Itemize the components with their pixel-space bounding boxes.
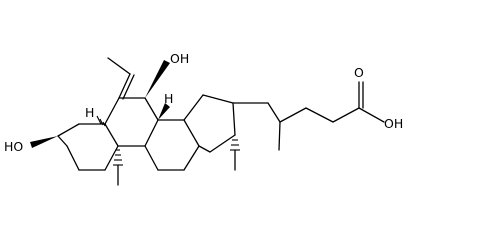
wedge-bond: [145, 60, 170, 98]
bond: [267, 102, 281, 123]
bond: [202, 94, 234, 104]
carbonyl-o-label: O: [354, 65, 364, 80]
bond: [209, 134, 236, 153]
wedge-bond: [30, 136, 58, 148]
acid-oh-label: OH: [384, 116, 403, 131]
side-chain: O OH: [232, 65, 403, 151]
ring-d: [183, 94, 236, 153]
bond: [107, 57, 131, 75]
bond: [305, 107, 334, 123]
bond: [104, 123, 119, 147]
ho-left-label: HO: [4, 139, 23, 154]
bond: [122, 74, 135, 100]
ring-c: [144, 119, 200, 171]
hash-line: [96, 115, 102, 125]
bond: [183, 94, 204, 121]
bond: [118, 73, 131, 99]
ethylidene-group: [107, 57, 135, 100]
hash-line: [102, 121, 106, 127]
c7-hydroxyl: OH: [145, 51, 189, 98]
oh-top-label: OH: [170, 51, 189, 66]
wedge-bond: [158, 103, 170, 120]
bond: [104, 145, 119, 171]
stereo-hydrogens: H H: [85, 91, 240, 186]
bond: [57, 123, 80, 137]
bond: [66, 145, 80, 171]
bond: [232, 102, 236, 136]
bond: [332, 107, 360, 123]
bond: [279, 107, 307, 123]
c3-hydroxyl: HO: [4, 136, 58, 154]
bond: [278, 121, 281, 151]
ring-a: [57, 123, 119, 171]
bond: [104, 97, 120, 125]
steroid-structure-diagram: OH HO H H O: [4, 51, 403, 186]
bond: [144, 119, 159, 147]
bond: [144, 145, 159, 171]
bond: [358, 107, 385, 123]
h8-label: H: [164, 91, 173, 106]
bond: [57, 135, 68, 147]
bond: [144, 97, 159, 121]
bond: [183, 119, 200, 147]
h5-label: H: [85, 105, 94, 120]
bond: [183, 145, 200, 171]
bond: [198, 145, 211, 153]
hash-line: [99, 118, 104, 126]
ring-b: [104, 97, 159, 147]
